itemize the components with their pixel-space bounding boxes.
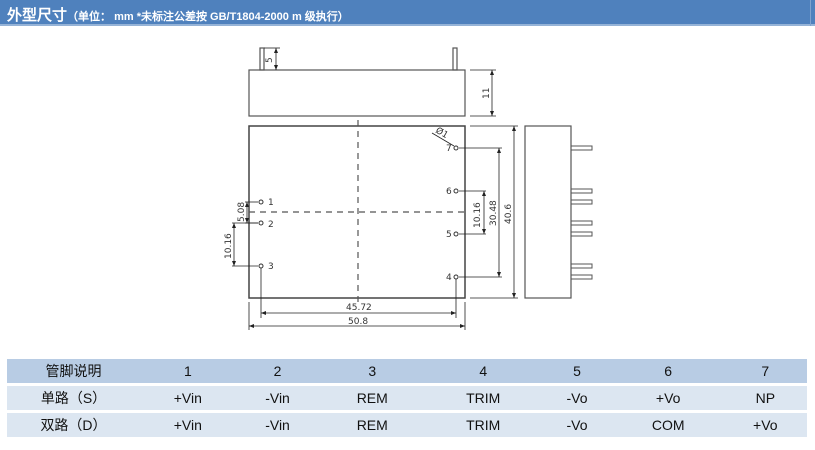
table-cell: +Vo	[612, 386, 724, 410]
dim-width: 50.8	[348, 317, 368, 327]
title-text: 外型尺寸	[7, 7, 68, 24]
pin-label-6: 6	[446, 187, 452, 197]
pin-table: 管脚说明 1 2 3 4 5 6 7 单路（S） +Vin -Vin REM T…	[7, 356, 807, 440]
dimension-drawing: 1 2 3 4 5 6 7	[224, 47, 593, 330]
pin-label-4: 4	[446, 273, 452, 283]
dim-length-depth: 40.6	[504, 204, 514, 224]
table-cell: +Vin	[140, 386, 236, 410]
top-view-pin-left	[259, 47, 265, 71]
dim-span-4-7: 30.48	[489, 200, 499, 226]
dim-height: 11	[482, 88, 492, 99]
dim-pin-row-span: 45.72	[346, 303, 372, 313]
side-view-body	[524, 125, 572, 299]
dim-pitch-1-2: 5.08	[237, 202, 247, 222]
dim-hole-dia: Ø1	[434, 125, 451, 141]
dim-pin-length: 5	[265, 57, 275, 63]
table-cell: COM	[612, 413, 724, 437]
front-pins	[258, 145, 459, 280]
side-view-pins	[570, 145, 593, 280]
pin-label-5: 5	[446, 230, 452, 240]
header-cell: 1	[140, 359, 236, 383]
table-cell: -Vo	[541, 413, 613, 437]
table-cell: TRIM	[425, 413, 542, 437]
table-cell: 双路（D）	[7, 413, 140, 437]
header-cell: 4	[425, 359, 542, 383]
table-cell: -Vo	[541, 386, 613, 410]
dim-pitch-5-6: 10.16	[473, 202, 483, 228]
table-cell: TRIM	[425, 386, 542, 410]
pin-label-2: 2	[268, 220, 274, 230]
title-bar: 外型尺寸（单位： mm *未标注公差按 GB/T1804-2000 m 级执行）	[0, 0, 815, 26]
center-lines	[249, 120, 465, 304]
table-cell: REM	[319, 386, 426, 410]
pin-label-3: 3	[268, 262, 274, 272]
top-view-pin-right	[452, 47, 458, 71]
table-cell: 单路（S）	[7, 386, 140, 410]
table-cell: +Vin	[140, 413, 236, 437]
pin-labels: 1 2 3 4 5 6 7	[268, 144, 452, 283]
table-row: 单路（S） +Vin -Vin REM TRIM -Vo +Vo NP	[7, 386, 807, 410]
header-cell: 3	[319, 359, 426, 383]
header-cell: 5	[541, 359, 613, 383]
title-bar-edge	[810, 0, 811, 26]
page-title: 外型尺寸（单位： mm *未标注公差按 GB/T1804-2000 m 级执行）	[7, 4, 349, 25]
header-cell: 7	[723, 359, 807, 383]
top-view-body	[248, 69, 466, 117]
header-cell: 管脚说明	[7, 359, 140, 383]
table-row: 双路（D） +Vin -Vin REM TRIM -Vo COM +Vo	[7, 413, 807, 437]
table-cell: REM	[319, 413, 426, 437]
dim-pitch-2-3: 10.16	[224, 233, 234, 259]
table-cell: -Vin	[235, 413, 320, 437]
pin-label-1: 1	[268, 198, 274, 208]
front-view-body	[248, 125, 466, 299]
table-cell: -Vin	[235, 386, 320, 410]
header-cell: 2	[235, 359, 320, 383]
pin-label-7: 7	[446, 144, 452, 154]
table-cell: NP	[723, 386, 807, 410]
title-note: （单位： mm *未标注公差按 GB/T1804-2000 m 级执行）	[67, 11, 349, 23]
table-cell: +Vo	[723, 413, 807, 437]
dimension-labels: 5 11 40.6 30.48 10.16 5.08 10.16 45.72 5…	[224, 57, 514, 327]
header-cell: 6	[612, 359, 724, 383]
pin-table-header: 管脚说明 1 2 3 4 5 6 7	[7, 359, 807, 383]
